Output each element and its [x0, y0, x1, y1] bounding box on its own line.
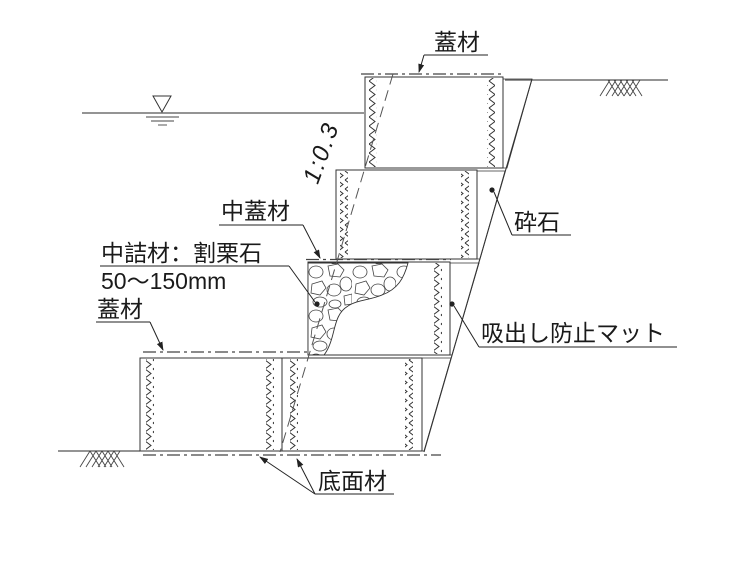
tier2-mesh-box — [335, 169, 478, 260]
top-cover-leader — [418, 54, 425, 73]
water-level-triangle-icon — [152, 95, 172, 114]
crushed-stone-leader — [493, 191, 513, 236]
annotation-middle-cover: 中蓋材 — [219, 198, 321, 259]
ground-hatch-upper — [599, 79, 643, 97]
water-level — [82, 95, 364, 126]
gabion-tier-4 — [139, 357, 423, 452]
annotation-lower-cover: 蓋材 — [96, 296, 164, 351]
rubble-fill-cutaway — [307, 262, 409, 356]
tier2-left-spiral — [340, 171, 348, 258]
lower-cover-leader — [149, 321, 164, 351]
crushed-stone-label: 砕石 — [514, 209, 560, 235]
suction-mat-leader-dot — [449, 301, 455, 307]
bottom-sheet-label: 底面材 — [318, 468, 387, 494]
annotation-fill-material: 中詰材：割栗石 50～150mm — [100, 240, 320, 307]
tier1-right-spiral — [487, 78, 495, 167]
middle-cover-leader — [302, 224, 321, 259]
tier4-mesh-box — [139, 357, 423, 452]
ground-surface-lower — [58, 450, 140, 468]
fill-material-label-line2: 50～150mm — [101, 268, 226, 294]
tier4-left-spiral — [146, 359, 154, 450]
tier1-left-spiral — [369, 78, 377, 167]
fill-material-leader — [288, 265, 316, 303]
top-cover-label: 蓋材 — [434, 29, 480, 55]
fill-material-leader-dot — [314, 301, 320, 307]
tier2-right-spiral — [461, 171, 469, 258]
bottom-sheet-leader-1 — [259, 456, 316, 495]
slope-gradient-line — [279, 73, 394, 453]
crushed-stone-leader-dot — [489, 187, 495, 193]
middle-cover-label: 中蓋材 — [221, 198, 290, 224]
annotation-bottom-sheet: 底面材 — [259, 456, 394, 495]
gabion-tier-1 — [364, 76, 504, 169]
crushed-stone-wedge-2 — [476, 170, 506, 260]
lower-cover-label: 蓋材 — [97, 296, 143, 322]
slope-gradient-label: 1:0.3 — [298, 118, 345, 187]
annotation-crushed-stone: 砕石 — [489, 187, 571, 236]
ground-hatch-lower — [79, 450, 125, 468]
annotation-top-cover: 蓋材 — [418, 29, 488, 73]
annotation-suction-mat: 吸出し防止マット — [449, 301, 677, 348]
suction-mat-leader — [453, 305, 480, 348]
bottom-sheet-leader-2 — [296, 458, 316, 495]
gabion-tier-3 — [307, 261, 451, 356]
fill-material-label-line1: 中詰材：割栗石 — [101, 240, 262, 266]
tier4-right-spiral — [405, 359, 413, 450]
gabion-tier-2 — [335, 169, 478, 260]
tier4-mid-left-spiral — [266, 359, 274, 450]
tier1-mesh-box — [364, 76, 504, 169]
suction-mat-slope-line — [423, 78, 533, 453]
tier3-right-spiral — [434, 263, 442, 354]
suction-mat-label: 吸出し防止マット — [481, 320, 665, 346]
